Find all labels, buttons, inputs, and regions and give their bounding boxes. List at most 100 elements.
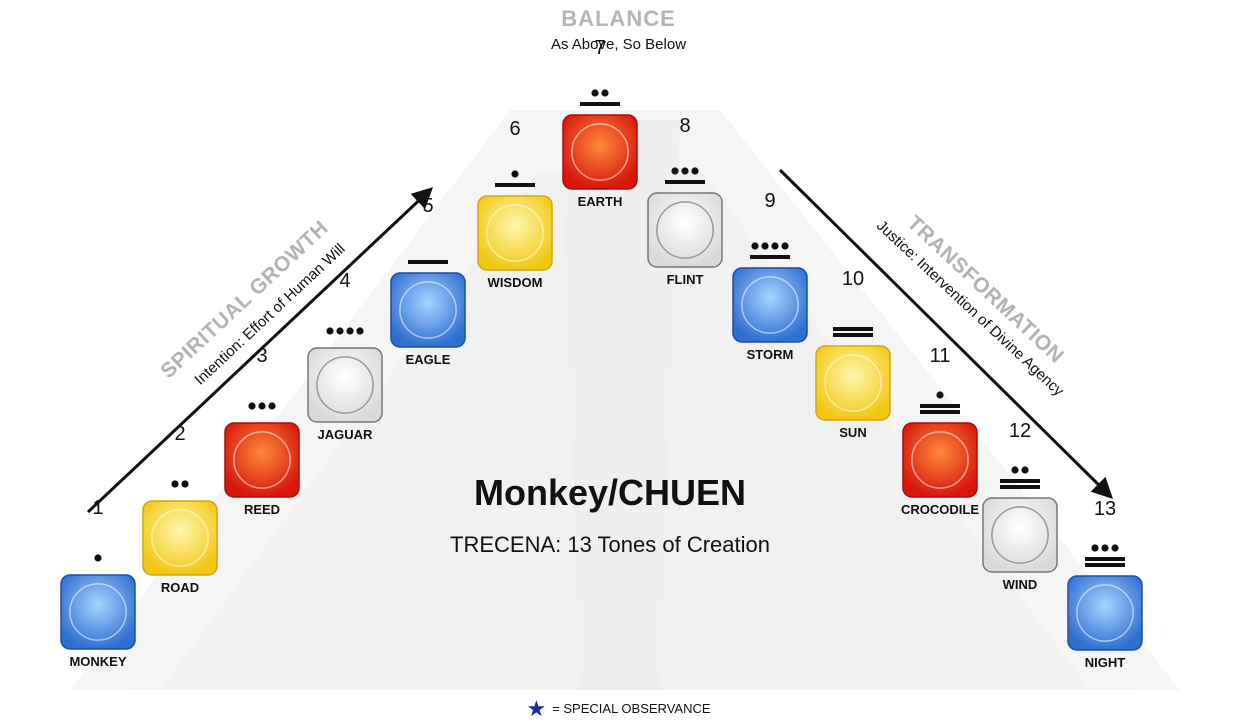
balance-subtitle: As Above, So Below — [550, 36, 687, 53]
numeral-dot — [601, 89, 609, 97]
page-subtitle: TRECENA: 13 Tones of Creation — [450, 532, 770, 557]
numeral-bar — [833, 333, 873, 337]
star-icon: ★ — [526, 696, 547, 721]
numeral-dot — [248, 402, 256, 410]
tone-number: 10 — [842, 268, 864, 290]
glyph-emblem — [824, 354, 882, 412]
numeral-dot — [751, 242, 759, 250]
numeral-dot — [681, 167, 689, 175]
numeral-dot — [771, 242, 779, 250]
glyph-emblem — [486, 204, 544, 262]
tone-number: 6 — [509, 118, 520, 140]
glyph-name: SUN — [839, 425, 866, 440]
numeral-bar — [920, 404, 960, 408]
glyph-card — [142, 500, 218, 576]
glyph-card — [562, 114, 638, 190]
legend-text: = SPECIAL OBSERVANCE — [552, 701, 711, 716]
numeral-dot — [1101, 544, 1109, 552]
glyph-name: JAGUAR — [318, 427, 374, 442]
numeral-dot — [258, 402, 266, 410]
balance-title: BALANCE — [561, 6, 676, 31]
numeral-dot — [171, 480, 179, 488]
tone-number: 8 — [679, 115, 690, 137]
glyph-card — [732, 267, 808, 343]
glyph-name: MONKEY — [69, 654, 126, 669]
glyph-emblem — [571, 123, 629, 181]
numeral-dot — [356, 327, 364, 335]
numeral-bar — [1085, 557, 1125, 561]
numeral-dot — [1011, 466, 1019, 474]
glyph-card — [390, 272, 466, 348]
numeral-dot — [511, 170, 519, 178]
tone-number: 1 — [92, 497, 103, 519]
numeral-dot — [671, 167, 679, 175]
glyph-emblem — [1076, 584, 1134, 642]
tone-number: 4 — [339, 270, 350, 292]
numeral-dot — [268, 402, 276, 410]
numeral-dot — [94, 554, 102, 562]
numeral-dot — [336, 327, 344, 335]
glyph-emblem — [316, 356, 374, 414]
tone-number: 13 — [1094, 498, 1116, 520]
numeral-dot — [181, 480, 189, 488]
glyph-name: WIND — [1003, 577, 1038, 592]
numeral-bar — [665, 180, 705, 184]
numeral-dot — [1091, 544, 1099, 552]
glyph-emblem — [151, 509, 209, 567]
numeral-bar — [580, 102, 620, 106]
tone-number: 12 — [1009, 420, 1031, 442]
numeral-dot — [591, 89, 599, 97]
glyph-name: FLINT — [667, 272, 704, 287]
glyph-emblem — [69, 583, 127, 641]
tone-number: 11 — [930, 345, 951, 367]
glyph-card — [224, 422, 300, 498]
glyph-card — [477, 195, 553, 271]
transformation-arrow — [778, 168, 1113, 499]
glyph-name: EAGLE — [406, 352, 451, 367]
glyph-name: ROAD — [161, 580, 199, 595]
glyph-emblem — [911, 431, 969, 489]
numeral-bar — [1000, 485, 1040, 489]
glyph-emblem — [656, 201, 714, 259]
numeral-bar — [1085, 563, 1125, 567]
growth-arrow — [86, 187, 434, 514]
numeral-dot — [326, 327, 334, 335]
glyph-card — [60, 574, 136, 650]
glyph-emblem — [399, 281, 457, 339]
tone-number: 2 — [174, 423, 185, 445]
legend: ★ = SPECIAL OBSERVANCE — [0, 696, 1237, 722]
tone-number: 5 — [422, 195, 433, 217]
tone-number: 9 — [764, 190, 775, 212]
glyph-name: STORM — [747, 347, 794, 362]
numeral-dot — [346, 327, 354, 335]
glyph-name: WISDOM — [488, 275, 543, 290]
numeral-dot — [1021, 466, 1029, 474]
tone-number: 7 — [594, 37, 605, 59]
glyph-emblem — [741, 276, 799, 334]
numeral-bar — [750, 255, 790, 259]
numeral-dot — [691, 167, 699, 175]
glyph-emblem — [991, 506, 1049, 564]
pyramid-background — [70, 110, 1180, 690]
numeral-bar — [833, 327, 873, 331]
glyph-name: REED — [244, 502, 280, 517]
glyph-card — [307, 347, 383, 423]
glyph-card — [647, 192, 723, 268]
glyph-emblem — [233, 431, 291, 489]
glyph-name: NIGHT — [1085, 655, 1126, 670]
glyph-card — [1067, 575, 1143, 651]
page-title: Monkey/CHUEN — [473, 472, 747, 513]
glyph-name: EARTH — [578, 194, 623, 209]
